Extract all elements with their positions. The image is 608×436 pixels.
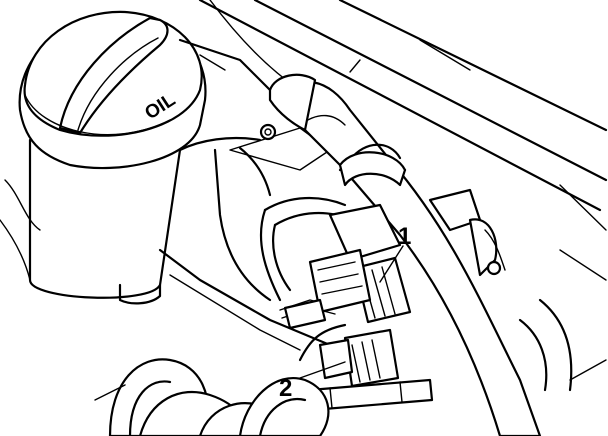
body-panel-lines [198,0,608,231]
main-hose [268,59,542,436]
oil-filler-cap: OIL [18,10,207,170]
engine-block [158,38,332,351]
lower-hoses [94,358,330,436]
callout-leaders [299,245,404,379]
connector-2 [298,323,434,412]
hose-clamp-band [338,151,407,187]
oil-filler: OIL [0,10,207,305]
callout-label-1: 1 [398,223,411,250]
connector-1 [283,203,412,330]
callout-label-2: 2 [279,375,292,402]
right-bracket [428,188,607,392]
bolt-head [259,123,277,141]
